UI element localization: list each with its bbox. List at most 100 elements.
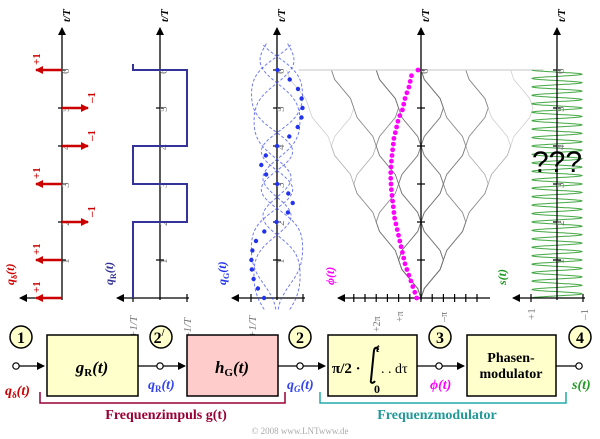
phase-sample-point	[415, 67, 421, 73]
phase-sample-point	[404, 90, 410, 96]
phase-trellis-path	[420, 69, 467, 299]
q-G-sample-point	[285, 210, 291, 215]
time-tick-label: 2	[275, 221, 287, 227]
phase-sample-point	[393, 221, 399, 227]
tap-point-4	[575, 362, 583, 370]
q-G-sample-point	[299, 115, 304, 120]
phase-trellis-path	[375, 69, 422, 299]
q-G-sample-point	[255, 286, 261, 291]
tick-plus-1-over-T: +1/T	[128, 315, 140, 338]
phase-trellis-path	[286, 69, 422, 299]
phase-sample-point	[390, 198, 395, 204]
panel-phi: t/T 6 ϕ(t) +2π +π –π	[286, 8, 544, 332]
phase-sample-point	[389, 193, 395, 198]
svg-text:2/: 2/	[154, 328, 165, 347]
time-tick-label: 1	[158, 259, 170, 265]
q-G-sample-point	[290, 200, 295, 206]
phase-sample-point	[390, 147, 395, 153]
phase-sample-point	[395, 118, 401, 124]
phase-modulator-line2: modulator	[480, 367, 543, 382]
weight-label: +1	[31, 167, 43, 179]
time-tick-label: 3	[60, 182, 72, 188]
q-G-sample-point	[263, 153, 268, 158]
q-G-sample-point	[274, 219, 279, 225]
integral-upper-limit: t	[376, 341, 380, 355]
phase-trellis-path	[375, 69, 422, 299]
phase-modulator-line1: Phasen-	[487, 351, 535, 366]
q-G-sample-point	[263, 172, 269, 177]
q-G-sample-point	[249, 257, 254, 263]
phase-sample-point	[394, 124, 399, 130]
q-G-envelope-curve	[250, 43, 304, 310]
phase-trellis-path	[420, 69, 444, 299]
phase-trellis-path	[420, 69, 489, 299]
tap-point-3	[435, 362, 443, 370]
tick-minus-1: –1	[579, 309, 591, 321]
phase-trellis-path	[420, 69, 512, 299]
phase-trellis-path	[375, 69, 444, 299]
phase-sample-point	[391, 210, 397, 215]
phase-trellis-path	[420, 69, 534, 299]
time-tick-label: 3	[275, 182, 287, 188]
q-R-axis-label: qR(t)	[102, 262, 118, 285]
phase-trellis-path	[398, 69, 444, 299]
frequenzmodulator-label: Frequenzmodulator	[377, 408, 497, 423]
block-gR	[46, 334, 139, 397]
q-G-envelope-curve	[250, 43, 304, 310]
tap-point-2	[296, 362, 304, 370]
svg-text:3: 3	[436, 330, 444, 347]
q-G-sample-point	[300, 105, 305, 111]
copyright: © 2008 www.LNTwww.de	[251, 426, 348, 436]
phase-sample-point	[388, 181, 394, 187]
q-delta-axis-label: qδ(t)	[3, 264, 19, 285]
bracket-frequenzmodulator	[319, 392, 567, 404]
integral-sign-icon	[369, 346, 379, 384]
signal-label-q-R: qR(t)	[148, 378, 175, 394]
phase-sample-point	[389, 187, 394, 193]
phase-sample-point	[409, 73, 414, 79]
q-G-sample-point	[250, 248, 255, 253]
phase-sample-point	[397, 113, 403, 118]
integrand: . . dτ	[381, 362, 408, 377]
signal-label-s: s(t)	[571, 378, 591, 393]
tick-plus-1-over-T: +1/T	[247, 315, 259, 338]
phase-sample-point	[401, 101, 407, 107]
phase-trellis-path	[420, 69, 489, 299]
phase-trellis-path	[398, 69, 489, 299]
time-tick-label: 5	[158, 106, 170, 112]
weight-label: –1	[86, 206, 98, 218]
signal-label-phi: ϕ(t)	[430, 378, 451, 393]
integrator-prefix: π/2 ·	[332, 361, 361, 377]
phase-sample-point	[396, 232, 401, 238]
phase-trellis-path	[331, 69, 422, 299]
node-2: 2	[288, 325, 312, 349]
q-G-envelope-curve	[253, 43, 301, 310]
time-tick-label: 5	[555, 106, 567, 112]
phase-sample-point	[397, 238, 403, 244]
tap-point-2-prime	[156, 362, 164, 370]
q-G-sample-point	[286, 191, 291, 196]
tick-plus-2pi: +2π	[372, 316, 383, 332]
time-tick-label: 4	[275, 144, 287, 150]
phase-sample-point	[406, 84, 412, 90]
time-axis-label: t/T	[556, 8, 568, 22]
phase-sample-point	[390, 141, 396, 147]
time-tick-label: 2	[555, 221, 567, 227]
time-tick-label: 1	[60, 259, 72, 265]
unknown-signal-overlay: ???	[532, 146, 582, 179]
weight-label: +1	[31, 243, 43, 255]
phase-sample-point	[389, 153, 395, 158]
q-G-sample-point	[251, 276, 256, 282]
phase-sample-point	[394, 227, 400, 233]
phase-sample-point	[410, 284, 416, 289]
q-G-sample-point	[261, 295, 267, 301]
phase-trellis-path	[331, 69, 422, 299]
time-tick-label: 6	[555, 68, 567, 74]
phase-trellis-path	[398, 69, 467, 299]
phase-sample-point	[414, 295, 420, 301]
q-G-sample-point	[287, 134, 292, 139]
s-waveform	[531, 69, 583, 299]
